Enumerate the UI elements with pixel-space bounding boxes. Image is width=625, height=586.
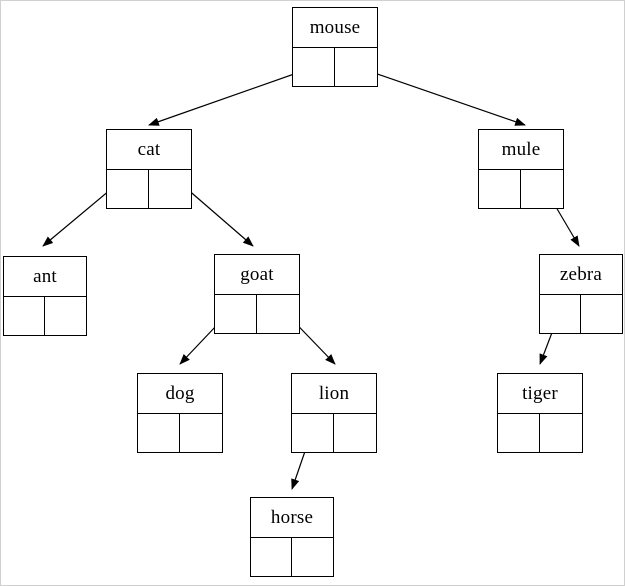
tree-node-label: mouse <box>309 17 361 38</box>
tree-node-right-pointer[interactable] <box>292 538 333 576</box>
tree-node-pointer-row <box>138 413 222 452</box>
tree-node-pointer-row <box>498 413 582 452</box>
tree-node-pointer-row <box>292 413 376 452</box>
tree-node-left-pointer[interactable] <box>107 170 149 208</box>
tree-node-horse[interactable]: horse <box>250 497 334 577</box>
tree-node-label: goat <box>240 264 274 285</box>
tree-node-right-pointer[interactable] <box>540 414 582 452</box>
tree-node-right-pointer[interactable] <box>149 170 191 208</box>
tree-node-pointer-row <box>107 169 191 208</box>
tree-node-pointer-row <box>4 296 86 335</box>
tree-node-left-pointer[interactable] <box>251 538 292 576</box>
tree-node-pointer-row <box>215 294 299 333</box>
tree-node-tiger[interactable]: tiger <box>497 373 583 453</box>
tree-node-pointer-row <box>251 537 333 576</box>
tree-node-label: cat <box>137 139 161 160</box>
tree-node-label: horse <box>270 507 314 528</box>
tree-node-pointer-row <box>479 169 563 208</box>
tree-node-left-pointer[interactable] <box>540 295 581 333</box>
tree-node-left-pointer[interactable] <box>292 414 334 452</box>
tree-node-right-pointer[interactable] <box>180 414 222 452</box>
tree-node-label: ant <box>33 266 57 287</box>
tree-node-lion[interactable]: lion <box>291 373 377 453</box>
tree-node-label: tiger <box>522 383 558 404</box>
tree-node-ant[interactable]: ant <box>3 256 87 336</box>
tree-node-cat[interactable]: cat <box>106 129 192 209</box>
tree-node-right-pointer[interactable] <box>581 295 622 333</box>
tree-node-mouse[interactable]: mouse <box>292 7 378 87</box>
tree-node-label: zebra <box>559 264 603 285</box>
tree-node-mule[interactable]: mule <box>478 129 564 209</box>
tree-node-zebra[interactable]: zebra <box>539 254 623 334</box>
tree-node-left-pointer[interactable] <box>293 48 335 86</box>
tree-node-left-pointer[interactable] <box>215 295 257 333</box>
tree-edge-mouse-to-mule <box>356 66 526 126</box>
tree-node-label: mule <box>501 139 541 160</box>
tree-node-pointer-row <box>540 294 622 333</box>
tree-node-left-pointer[interactable] <box>498 414 540 452</box>
tree-node-right-pointer[interactable] <box>334 414 376 452</box>
tree-node-pointer-row <box>293 47 377 86</box>
tree-node-right-pointer[interactable] <box>335 48 377 86</box>
tree-node-label: dog <box>165 383 195 404</box>
tree-node-left-pointer[interactable] <box>138 414 180 452</box>
tree-edge-mouse-to-cat <box>148 66 315 126</box>
tree-node-goat[interactable]: goat <box>214 254 300 334</box>
tree-node-label: lion <box>318 383 350 404</box>
tree-node-right-pointer[interactable] <box>45 297 86 335</box>
tree-node-right-pointer[interactable] <box>521 170 563 208</box>
tree-node-right-pointer[interactable] <box>257 295 299 333</box>
tree-node-left-pointer[interactable] <box>4 297 45 335</box>
tree-node-dog[interactable]: dog <box>137 373 223 453</box>
tree-node-left-pointer[interactable] <box>479 170 521 208</box>
